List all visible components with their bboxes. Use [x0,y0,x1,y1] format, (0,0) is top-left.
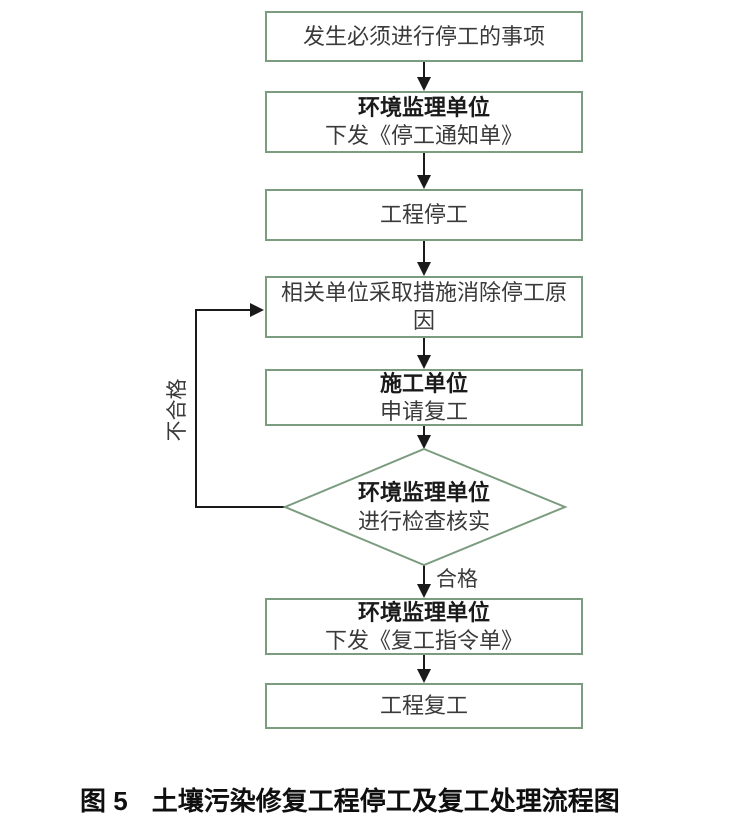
flow-node-work-stop: 工程停工 [265,189,583,241]
decision-diamond [282,447,568,567]
flow-node-event: 发生必须进行停工的事项 [265,11,583,62]
flow-node-event-text: 发生必须进行停工的事项 [302,23,545,49]
flow-node-resume-order: 环境监理单位 下发《复工指令单》 [265,598,583,655]
flow-node-apply-resume: 施工单位 申请复工 [265,369,583,426]
flow-node-inspect: 环境监理单位 进行检查核实 [314,478,534,536]
flow-node-apply-resume-subtitle: 申请复工 [379,398,468,424]
flow-node-stop-notice-subtitle: 下发《停工通知单》 [324,123,523,148]
arrowhead-down-4 [417,355,431,369]
flow-node-work-stop-text: 工程停工 [379,202,468,227]
arrow-lines-group [195,62,425,671]
flow-node-stop-notice: 环境监理单位 下发《停工通知单》 [265,91,583,153]
flow-node-work-resume-text: 工程复工 [379,693,468,718]
flow-node-resume-order-title: 环境监理单位 [357,599,490,625]
figure-caption-label: 图 5 [80,786,128,816]
arrowhead-down-7 [417,669,431,683]
flow-node-eliminate-text: 相关单位采取措施消除停工原因 [280,280,567,333]
arrowhead-down-5 [417,435,431,449]
flow-node-inspect-title: 环境监理单位 [357,480,490,505]
edge-label-fail: 不合格 [166,378,189,442]
flow-node-apply-resume-title: 施工单位 [379,370,468,396]
arrowhead-down-3 [417,262,431,276]
flow-node-eliminate: 相关单位采取措施消除停工原因 [265,276,583,338]
flow-node-stop-notice-title: 环境监理单位 [357,95,490,120]
flow-node-work-resume: 工程复工 [265,683,583,729]
arrowhead-down-6 [417,584,431,598]
flow-node-inspect-subtitle: 进行检查核实 [357,509,490,534]
flow-node-resume-order-subtitle: 下发《复工指令单》 [324,627,523,653]
arrowhead-down-1 [417,77,431,91]
arrowhead-down-2 [417,175,431,189]
edge-label-pass: 合格 [436,568,478,591]
figure-caption-title: 土壤污染修复工程停工及复工处理流程图 [151,786,620,816]
arrowhead-right-feedback [250,303,264,317]
arrowheads-group [250,77,431,683]
figure-caption: 图 5 土壤污染修复工程停工及复工处理流程图 [80,781,620,818]
feedback-loop-line [195,309,285,508]
